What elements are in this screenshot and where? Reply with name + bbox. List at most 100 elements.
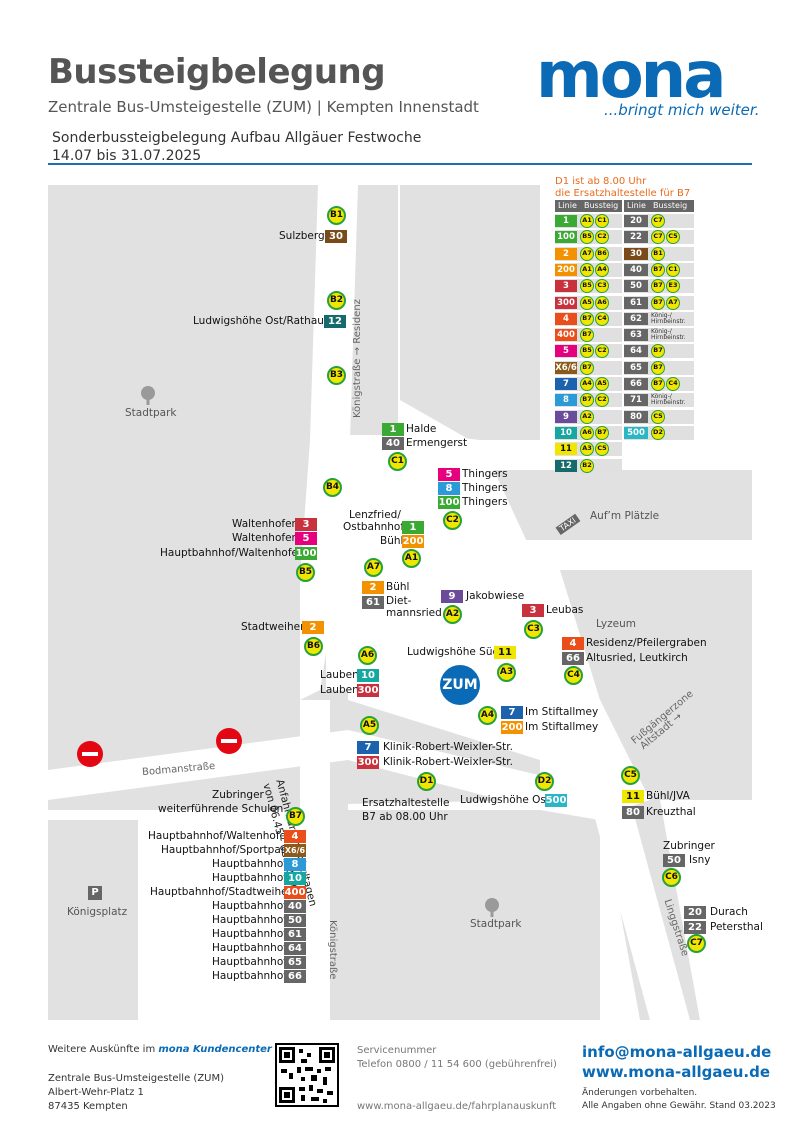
stop-c1[interactable]: C1 (388, 452, 407, 471)
legend-stop: A2 (580, 409, 594, 424)
stop-b5[interactable]: B5 (296, 563, 315, 582)
label-sulzberg: Sulzberg (279, 230, 325, 242)
stop-a7[interactable]: A7 (364, 558, 383, 577)
legend-line-badge: 66 (624, 378, 648, 390)
label-halde: Halde (406, 423, 437, 435)
legend-line-badge: 62 (624, 312, 648, 325)
legend-line-badge: 30 (624, 247, 648, 260)
line-badge-b7-66: 66 (284, 970, 306, 983)
label-thingers-8: Thingers (462, 482, 508, 494)
legend-stop: A4 (580, 377, 594, 391)
label-zubringer-right: Zubringer (663, 840, 715, 852)
label-klinik-7: Klinik-Robert-Weixler-Str. (383, 741, 513, 753)
label-buehl: Bühl (380, 535, 404, 547)
legend-line-badge: 20 (624, 215, 648, 227)
legend-stop: B7 (651, 377, 665, 391)
label-zubringer-left: Zubringer (212, 789, 264, 801)
stop-b1[interactable]: B1 (327, 206, 346, 225)
label-b7-hbf-10: Hauptbahnhof (212, 872, 287, 884)
line-badge-b7-8: 8 (284, 858, 306, 871)
stop-a6[interactable]: A6 (358, 646, 377, 665)
footer-email-link[interactable]: info@mona-allgaeu.de (582, 1043, 772, 1061)
label-im-stiftallmey-7: Im Stiftallmey (525, 706, 599, 718)
stop-b4[interactable]: B4 (323, 478, 342, 497)
stop-a4[interactable]: A4 (478, 706, 497, 725)
footer-service-label: Servicenummer (357, 1045, 437, 1056)
legend-stop-text: König-/ Hirnbeinstr. (651, 393, 686, 407)
legend-stop: B2 (580, 458, 594, 473)
legend-stop: A1 (580, 262, 594, 277)
label-b7-hbf-stadtweiher: Hauptbahnhof/Stadtweiher (150, 886, 292, 898)
legend-note-line1: D1 ist ab 8.00 Uhr (555, 176, 647, 187)
legend-stop: C5 (651, 409, 665, 424)
label-b7-ab-0800: B7 ab 08.00 Uhr (362, 811, 448, 823)
stop-a2[interactable]: A2 (443, 605, 462, 624)
slogan: ...bringt mich weiter. (604, 101, 760, 119)
label-ludwigshoehe-ost-rathaus: Ludwigshöhe Ost/Rathaus (193, 315, 330, 327)
stop-c3[interactable]: C3 (524, 620, 543, 639)
stop-c4[interactable]: C4 (564, 666, 583, 685)
line-badge-200: 200 (402, 535, 424, 548)
legend-stop: B7 (651, 344, 665, 359)
legend-stop: B7 (580, 393, 594, 408)
page-subtitle: Zentrale Bus-Umsteigestelle (ZUM) | Kemp… (48, 98, 479, 116)
zum-inner (395, 640, 430, 700)
street-koenigstrasse-residenz: Königstraße → Residenz (352, 299, 363, 418)
footer-web-link[interactable]: www.mona-allgaeu.de (582, 1063, 770, 1081)
legend-stop: D2 (651, 425, 665, 440)
legend-line-badge: 500 (624, 426, 648, 439)
label-waltenhofen-5: Waltenhofen (232, 532, 299, 544)
stop-c2[interactable]: C2 (443, 511, 462, 530)
footer-address-1: Zentrale Bus-Umsteigestelle (ZUM) (48, 1073, 225, 1084)
stop-d1[interactable]: D1 (417, 772, 436, 791)
legend-note-line2: die Ersatzhaltestelle für B7 (555, 188, 691, 199)
legend-line-badge: 10 (555, 426, 577, 439)
line-badge-300: 300 (357, 684, 379, 697)
qr-code[interactable] (275, 1043, 339, 1107)
line-badge-b7-x6: X6/6 (284, 844, 306, 857)
stop-b3[interactable]: B3 (327, 366, 346, 385)
label-hbf-waltenhofen: Hauptbahnhof/Waltenhofen (160, 547, 305, 559)
stop-c5[interactable]: C5 (621, 766, 640, 785)
line-badge-80: 80 (622, 806, 644, 819)
legend-line-badge: 11 (555, 443, 577, 456)
label-thingers-100: Thingers (462, 496, 508, 508)
label-ostbahnhof: Ostbahnhof (343, 521, 405, 533)
legend-line-badge: 40 (624, 263, 648, 276)
legend-line-badge: 61 (624, 296, 648, 309)
label-jakobwiese: Jakobwiese (466, 590, 525, 602)
line-badge-100b: 100 (295, 547, 317, 560)
center-right-block (400, 185, 540, 440)
label-buehl-jva: Bühl/JVA (646, 790, 690, 802)
legend-stop: C1 (666, 262, 680, 277)
stop-c6[interactable]: C6 (662, 868, 681, 887)
stop-d2[interactable]: D2 (535, 772, 554, 791)
legend-line-badge: 50 (624, 280, 648, 293)
tree-icon (485, 898, 499, 912)
footer-changes: Änderungen vorbehalten. (582, 1088, 698, 1098)
label-mannsried: mannsried (386, 607, 442, 619)
legend-stop: B7 (580, 311, 594, 326)
legend-line-badge: 12 (555, 459, 577, 472)
stop-a3[interactable]: A3 (497, 663, 516, 682)
stop-c7[interactable]: C7 (687, 934, 706, 953)
legend-line-badge: 4 (555, 312, 577, 325)
stop-b6[interactable]: B6 (304, 637, 323, 656)
stop-a1[interactable]: A1 (402, 549, 421, 568)
line-badge-3: 3 (295, 518, 317, 531)
stop-b2[interactable]: B2 (327, 291, 346, 310)
line-badge-500: 500 (545, 794, 567, 807)
stop-a5[interactable]: A5 (360, 716, 379, 735)
line-badge-8: 8 (438, 482, 460, 495)
stop-b7[interactable]: B7 (286, 807, 305, 826)
footer-fahrplan-link[interactable]: www.mona-allgaeu.de/fahrplanauskunft (357, 1101, 557, 1112)
